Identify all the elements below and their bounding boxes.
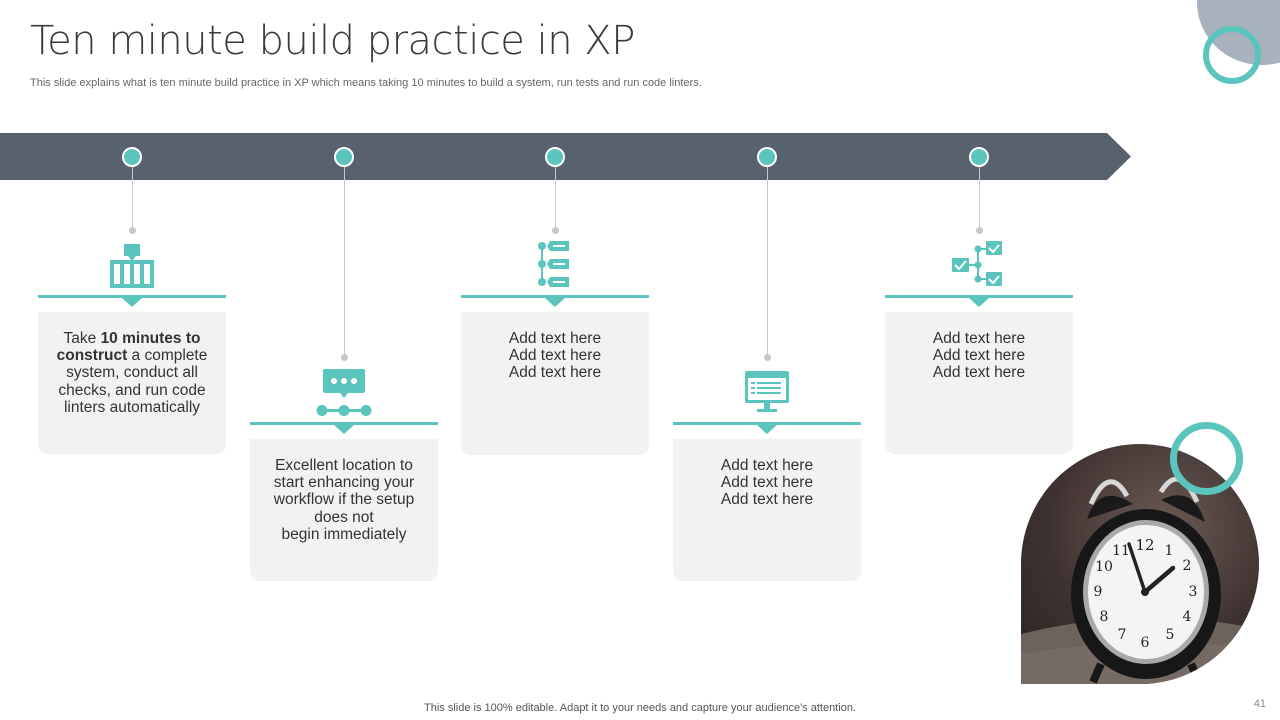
- step-rule-3: [461, 295, 649, 298]
- timeline-dot-4: [757, 147, 777, 167]
- step-pointer-1: [122, 298, 142, 307]
- monitor-icon: [737, 370, 797, 420]
- connector-3: [554, 157, 556, 230]
- timeline-arrow: [0, 133, 1131, 180]
- step-pointer-4: [757, 425, 777, 434]
- step-card-4: Add text here Add text here Add text her…: [673, 439, 861, 581]
- step-text-3b: Add text here: [508, 347, 602, 365]
- connector-1: [131, 157, 133, 230]
- step-rule-1: [38, 295, 226, 298]
- dial-number-6: 6: [1141, 635, 1150, 651]
- step-pointer-2: [334, 425, 354, 434]
- dial-number-8: 8: [1100, 609, 1109, 625]
- dial-number-3: 3: [1189, 584, 1198, 600]
- dial-number-1: 1: [1165, 543, 1174, 559]
- dial-number-10: 10: [1095, 559, 1113, 575]
- timeline-dot-1: [122, 147, 142, 167]
- checklist-icon: [525, 240, 585, 290]
- dial-number-7: 7: [1118, 627, 1127, 643]
- step-text-2b: begin immediately: [281, 525, 407, 543]
- connector-end-1: [128, 227, 136, 234]
- step-card-1: Take 10 minutes to construct a complete …: [38, 312, 226, 454]
- step-text-5b: Add text here: [932, 347, 1026, 365]
- clock-ring: [1170, 422, 1243, 495]
- step-text-2a: Excellent location to start enhancing yo…: [273, 457, 415, 526]
- step-text-5c: Add text here: [932, 364, 1026, 382]
- dial-number-5: 5: [1166, 627, 1175, 643]
- step-text-5a: Add text here: [932, 330, 1026, 347]
- step-text-4b: Add text here: [720, 474, 814, 492]
- step-pointer-5: [969, 298, 989, 307]
- connector-end-2: [340, 354, 348, 361]
- connector-end-4: [763, 354, 771, 361]
- step-rule-5: [885, 295, 1073, 298]
- step-text-4a: Add text here: [720, 457, 814, 474]
- dial-number-11: 11: [1112, 543, 1130, 559]
- step-text-4c: Add text here: [720, 491, 814, 509]
- step-card-3: Add text here Add text here Add text her…: [461, 312, 649, 455]
- page-number: 41: [1253, 698, 1266, 710]
- step-rule-4: [673, 422, 861, 425]
- connector-end-5: [975, 227, 983, 234]
- dial-number-2: 2: [1183, 558, 1192, 574]
- footer-note: This slide is 100% editable. Adapt it to…: [424, 702, 856, 714]
- task-check-icon: [949, 240, 1009, 290]
- step-text-1: Take 10 minutes to construct a complete …: [56, 330, 208, 416]
- step-card-5: Add text here Add text here Add text her…: [885, 312, 1073, 454]
- dial-number-4: 4: [1183, 609, 1192, 625]
- step-text-3c: Add text here: [508, 364, 602, 382]
- step-card-2: Excellent location to start enhancing yo…: [250, 439, 438, 581]
- slide-subtitle: This slide explains what is ten minute b…: [30, 77, 702, 89]
- corner-ring: [1203, 26, 1261, 84]
- step-pointer-3: [545, 298, 565, 307]
- connector-4: [766, 157, 768, 357]
- slide-title: Ten minute build practice in XP: [30, 18, 635, 64]
- dial-number-9: 9: [1094, 584, 1103, 600]
- dial-number-12: 12: [1135, 536, 1154, 554]
- timeline-dot-2: [334, 147, 354, 167]
- step-text-3a: Add text here: [508, 330, 602, 347]
- timeline-dot-3: [545, 147, 565, 167]
- timeline-dot-5: [969, 147, 989, 167]
- connector-end-3: [551, 227, 559, 234]
- chat-flow-icon: [314, 368, 374, 418]
- connector-2: [343, 157, 345, 357]
- hierarchy-icon: [102, 242, 162, 292]
- step-rule-2: [250, 422, 438, 425]
- connector-5: [978, 157, 980, 230]
